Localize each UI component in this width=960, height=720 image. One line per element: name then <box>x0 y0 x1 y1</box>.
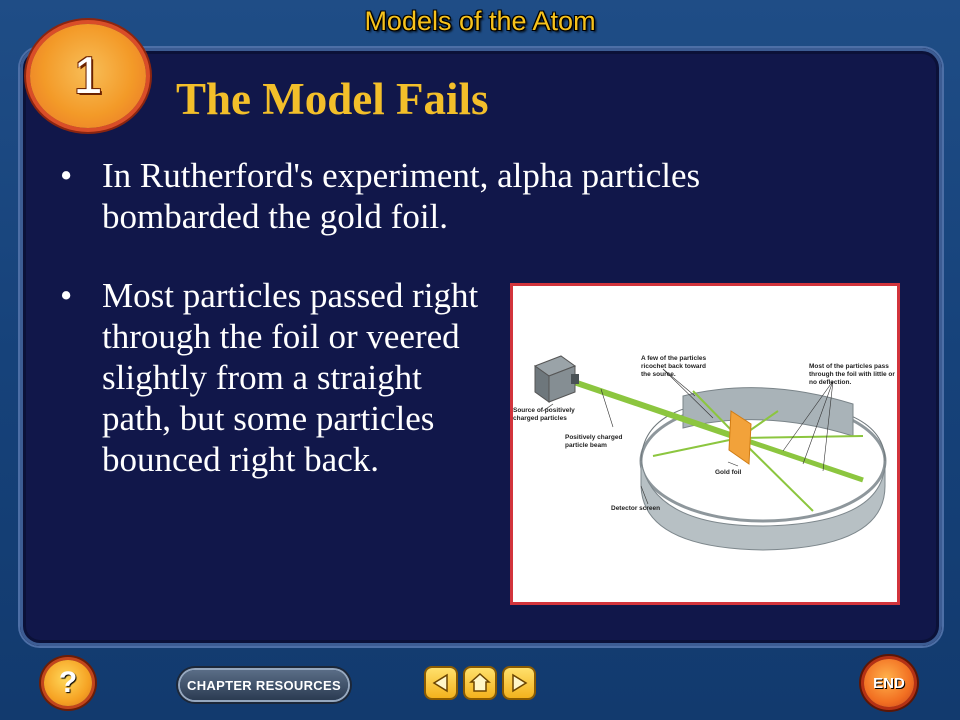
slide-title: The Model Fails <box>176 74 489 124</box>
label-pass-through: Most of the particles pass through the f… <box>809 363 895 386</box>
label-gold-foil: Gold foil <box>715 469 742 476</box>
rutherford-experiment-diagram: Source of positively charged particles P… <box>510 283 900 605</box>
next-button[interactable] <box>504 668 534 698</box>
section-number: 1 <box>73 47 103 105</box>
bullet-item: • Most particles passed right through th… <box>60 275 490 480</box>
help-button[interactable]: ? <box>44 660 92 706</box>
chapter-resources-button[interactable]: CHAPTER RESOURCES <box>180 670 348 700</box>
home-button[interactable] <box>465 668 495 698</box>
home-icon <box>469 672 491 692</box>
chapter-title: Models of the Atom <box>364 6 596 36</box>
label-beam: Positively charged particle beam <box>565 434 623 449</box>
right-arrow-icon <box>512 673 528 693</box>
bullet-item: • In Rutherford's experiment, alpha part… <box>60 155 860 237</box>
diagram-illustration <box>533 355 887 551</box>
bullet-marker: • <box>60 276 73 315</box>
bullet-text: Most particles passed right through the … <box>102 276 479 479</box>
bullet-marker: • <box>60 156 73 195</box>
label-detector-screen: Detector screen <box>611 505 661 512</box>
label-source: Source of positively charged particles <box>513 407 575 422</box>
section-badge: 1 <box>30 24 146 128</box>
previous-button[interactable] <box>426 668 456 698</box>
bullet-text: In Rutherford's experiment, alpha partic… <box>102 156 701 236</box>
end-button[interactable]: END <box>864 659 914 707</box>
help-label: ? <box>58 666 78 699</box>
chapter-resources-label: CHAPTER RESOURCES <box>187 677 341 693</box>
label-ricochet: A few of the particles ricochet back tow… <box>641 355 707 378</box>
left-arrow-icon <box>432 673 448 693</box>
end-label: END <box>873 674 905 692</box>
